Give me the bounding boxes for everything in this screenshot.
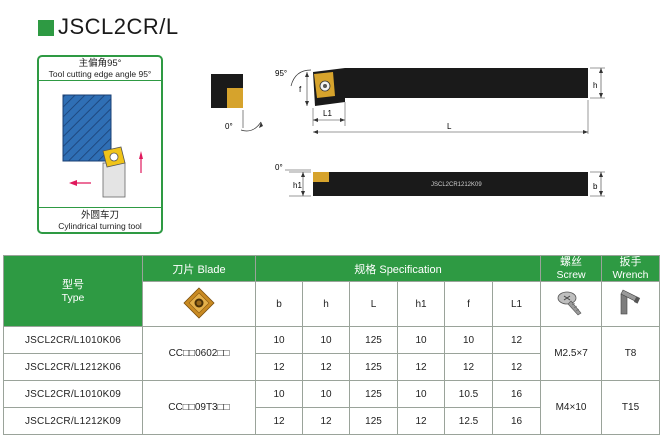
blade-image-cell xyxy=(142,281,256,327)
blade-header: 刀片 Blade xyxy=(142,255,256,282)
angle-95-label: 95° xyxy=(275,69,287,78)
tool-shank xyxy=(102,162,126,198)
specification-table: 型号 Type 刀片 Blade 规格 Specification 螺丝 Scr… xyxy=(3,255,661,435)
row-h1: 10 xyxy=(397,380,445,408)
row-wrench: T15 xyxy=(601,380,661,435)
row-type: JSCL2CR/L1212K09 xyxy=(3,407,143,435)
dim-f-label: f xyxy=(299,85,302,94)
turning-label-cn: 外圆车刀 xyxy=(80,210,119,221)
tool-dimension-drawing: 0° 95° f h L1 L xyxy=(211,67,605,197)
side-view-insert xyxy=(313,172,329,182)
side-view: JSCL2CR1212K09 h1 0° b xyxy=(275,163,605,197)
cutting-angle-label-cn: 主偏角95° xyxy=(78,58,122,69)
cutting-angle-label-en: Tool cutting edge angle 95° xyxy=(48,69,152,79)
row-type: JSCL2CR/L1010K09 xyxy=(3,380,143,408)
end-view-insert xyxy=(227,88,243,108)
col-l: L xyxy=(349,281,398,327)
title-marker xyxy=(38,20,54,36)
wrench-header: 扳手 Wrench xyxy=(601,255,661,282)
col-f: f xyxy=(444,281,493,327)
row-type: JSCL2CR/L1212K06 xyxy=(3,353,143,381)
row-h: 10 xyxy=(302,380,350,408)
insert-icon xyxy=(183,286,215,319)
top-view-shank xyxy=(345,68,588,98)
row-h: 12 xyxy=(302,353,350,381)
dim-l-label: L xyxy=(447,122,452,131)
end-view: 0° xyxy=(211,74,263,132)
row-h: 12 xyxy=(302,407,350,435)
row-blade: CC□□09T3□□ xyxy=(142,380,256,435)
row-b: 10 xyxy=(255,326,303,354)
row-f: 10 xyxy=(444,326,493,354)
row-h1: 12 xyxy=(397,407,445,435)
workpiece xyxy=(62,94,112,162)
col-h: h xyxy=(302,281,350,327)
side-view-shank xyxy=(313,172,588,196)
page-title: JSCL2CR/L xyxy=(58,14,179,39)
row-l: 125 xyxy=(349,380,398,408)
torx-wrench-icon xyxy=(620,289,640,314)
cutting-angle-caption: 主偏角95° Tool cutting edge angle 95° xyxy=(39,57,161,81)
row-screw: M2.5×7 xyxy=(540,326,603,381)
row-b: 12 xyxy=(255,407,303,435)
row-blade: CC□□0602□□ xyxy=(142,326,256,381)
row-f: 10.5 xyxy=(444,380,493,408)
dim-h1-label: h1 xyxy=(293,181,302,190)
row-l1: 12 xyxy=(491,326,542,354)
cutting-angle-panel: 主偏角95° Tool cutting edge angle 95° 外圆车刀 … xyxy=(37,55,163,234)
cylindrical-turning-illustration xyxy=(62,94,143,198)
screw-image-cell xyxy=(540,281,603,327)
col-b: b xyxy=(255,281,303,327)
row-l: 125 xyxy=(349,353,398,381)
angle-0-side-label: 0° xyxy=(225,122,233,131)
dim-l1-label: L1 xyxy=(323,109,332,118)
row-l1: 16 xyxy=(491,407,542,435)
row-l: 125 xyxy=(349,407,398,435)
spec-header: 规格 Specification xyxy=(254,255,542,282)
col-l1: L1 xyxy=(491,281,542,327)
row-wrench: T8 xyxy=(601,326,661,381)
screw-icon xyxy=(557,291,582,315)
table-row: JSCL2CR/L1010K09 CC□□09T3□□ 10 10 125 10… xyxy=(3,380,661,435)
shank-marking: JSCL2CR1212K09 xyxy=(431,182,482,188)
angle-0-bottom-label: 0° xyxy=(275,163,283,172)
top-view: 95° f h L1 L xyxy=(275,67,605,134)
row-f: 12.5 xyxy=(444,407,493,435)
row-f: 12 xyxy=(444,353,493,381)
col-h1: h1 xyxy=(397,281,445,327)
row-h1: 12 xyxy=(397,353,445,381)
dim-b-label: b xyxy=(593,182,598,191)
type-header: 型号 Type xyxy=(3,255,143,327)
row-h1: 10 xyxy=(397,326,445,354)
row-h: 10 xyxy=(302,326,350,354)
wrench-image-cell xyxy=(601,281,661,327)
screw-header: 螺丝 Screw xyxy=(540,255,603,282)
table-row: JSCL2CR/L1010K06 CC□□0602□□ 10 10 125 10… xyxy=(3,326,661,381)
turning-caption: 外圆车刀 Cylindrical turning tool xyxy=(39,207,161,232)
row-b: 12 xyxy=(255,353,303,381)
row-l: 125 xyxy=(349,326,398,354)
table-row: JSCL2CR/L1212K09 12 12 125 12 12.5 16 xyxy=(3,407,660,435)
turning-label-en: Cylindrical turning tool xyxy=(58,221,142,231)
row-l1: 12 xyxy=(491,353,542,381)
row-type: JSCL2CR/L1010K06 xyxy=(3,326,143,354)
table-row: JSCL2CR/L1212K06 12 12 125 12 12 12 xyxy=(3,353,660,381)
row-b: 10 xyxy=(255,380,303,408)
dim-h-label: h xyxy=(593,81,597,90)
row-screw: M4×10 xyxy=(540,380,603,435)
row-l1: 16 xyxy=(491,380,542,408)
